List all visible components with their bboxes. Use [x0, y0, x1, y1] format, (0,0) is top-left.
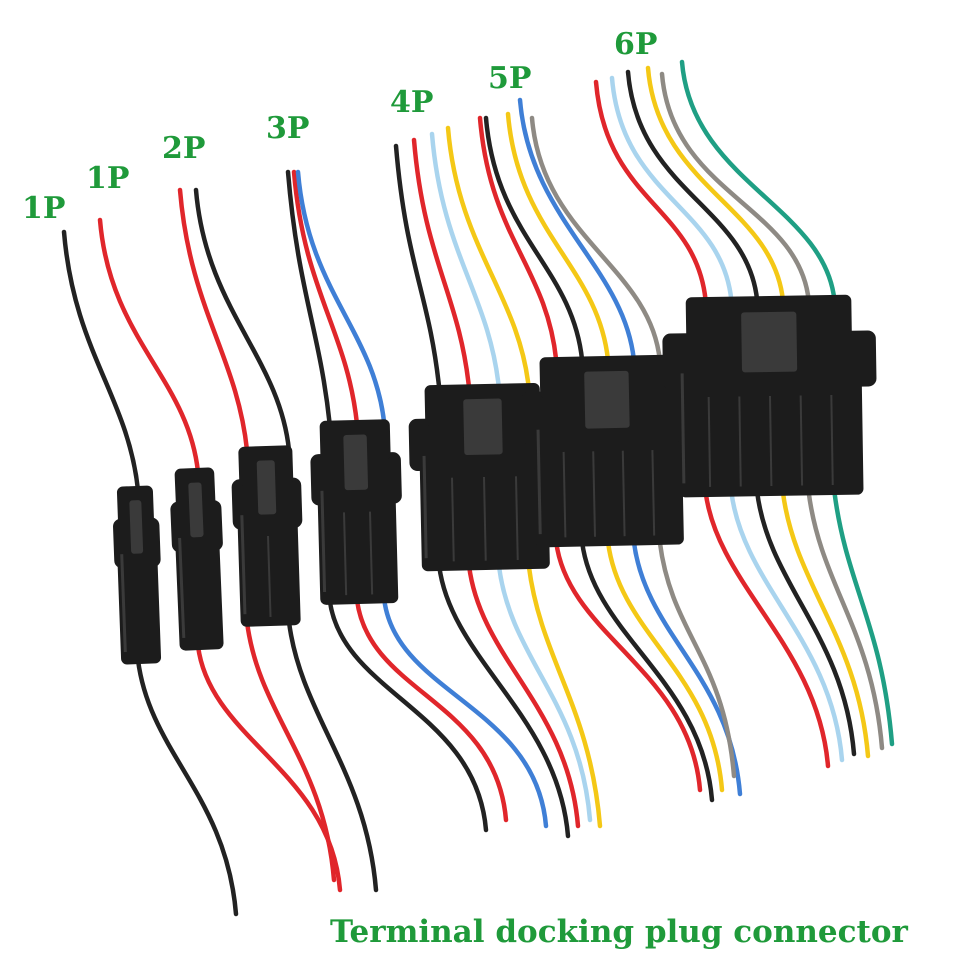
- housing-latch: [343, 434, 369, 491]
- wire-5p-gray-upper: [529, 115, 663, 363]
- wire-4p-black-upper: [393, 143, 442, 391]
- housing-rib: [562, 451, 567, 538]
- connector-housing-5: [408, 382, 558, 572]
- wire-6p-teal-upper: [679, 59, 837, 303]
- housing-body: [175, 531, 224, 651]
- label-5p: 5P: [488, 61, 532, 96]
- housing-rib: [483, 476, 487, 561]
- caption-text: Terminal docking plug connector: [330, 914, 908, 950]
- wire-5p-black-upper: [483, 115, 585, 363]
- housing-rib: [707, 396, 712, 487]
- label-6p: 6P: [614, 27, 658, 62]
- label-4p: 4P: [390, 85, 434, 120]
- housing-rib: [738, 396, 742, 487]
- wire-2p-black-lower: [286, 619, 379, 893]
- housing-rib: [368, 511, 374, 595]
- housing-latch: [256, 460, 277, 515]
- wire-3p-red-upper: [291, 169, 360, 427]
- label-3p: 3P: [266, 111, 310, 146]
- wire-5p-gray-lower: [657, 539, 737, 779]
- housing-rib: [799, 395, 804, 486]
- wire-6p-black-lower: [754, 489, 857, 757]
- wire-4p-yellow-upper: [445, 125, 532, 391]
- housing-rib: [621, 450, 626, 537]
- wire-6p-yellow-upper: [645, 65, 786, 303]
- housing-highlight: [120, 554, 127, 653]
- wire-6p-black-upper: [625, 69, 760, 303]
- housing-rib: [343, 512, 348, 596]
- housing-latch: [741, 311, 798, 373]
- connector-housing-3: [231, 445, 303, 627]
- housing-highlight: [240, 515, 247, 615]
- wire-5p-red-upper: [477, 115, 559, 363]
- wire-4p-red-upper: [411, 137, 472, 391]
- wire-6p-light-blue-lower: [729, 489, 845, 763]
- wire-1p-black-upper: [61, 229, 141, 493]
- wire-5p-yellow-upper: [505, 111, 611, 363]
- wire-2p-red-lower: [244, 619, 337, 883]
- connector-housing-2: [170, 467, 224, 651]
- housing-body: [117, 547, 162, 665]
- housing-highlight: [422, 455, 428, 559]
- wire-6p-red-upper: [593, 79, 708, 303]
- housing-latch: [463, 398, 503, 456]
- wire-5p-blue-upper: [517, 97, 637, 363]
- label-2p: 2P: [162, 131, 206, 166]
- label-1p-left: 1P: [22, 191, 66, 226]
- wire-3p-blue-lower: [382, 597, 549, 829]
- connector-housing-7: [662, 294, 877, 498]
- wire-4p-black-lower: [436, 563, 571, 839]
- wire-4p-light-blue-upper: [429, 131, 502, 391]
- wire-2p-red-upper: [177, 187, 250, 453]
- housing-highlight: [536, 429, 542, 535]
- wire-5p-blue-lower: [631, 539, 743, 797]
- housing-highlight: [680, 373, 686, 484]
- wire-3p-red-lower: [354, 597, 509, 823]
- wire-1p-black-lower: [135, 657, 239, 917]
- wire-6p-gray-lower: [806, 489, 885, 751]
- housing-rib: [651, 450, 656, 536]
- housing-body: [317, 483, 399, 605]
- wire-6p-red-lower: [703, 489, 831, 769]
- housing-rib: [769, 395, 773, 487]
- housing-latch: [188, 482, 204, 538]
- wire-3p-black-upper: [285, 169, 332, 427]
- wire-bundle: [61, 59, 895, 917]
- wire-5p-black-lower: [579, 539, 715, 803]
- label-1p-right: 1P: [86, 161, 130, 196]
- connector-housing-6: [521, 354, 694, 548]
- housing-latch: [584, 370, 630, 429]
- wire-6p-light-blue-upper: [609, 75, 734, 303]
- wire-3p-black-lower: [327, 597, 489, 833]
- housing-rib: [592, 451, 596, 537]
- connector-housings: [113, 294, 877, 665]
- housing-rib: [514, 476, 519, 561]
- wire-5p-yellow-lower: [605, 539, 725, 793]
- wire-4p-yellow-lower: [526, 563, 603, 829]
- wire-6p-gray-upper: [659, 71, 811, 303]
- housing-latch: [129, 500, 144, 554]
- wire-3p-blue-upper: [295, 169, 387, 427]
- housing-body: [533, 421, 684, 548]
- wire-6p-yellow-lower: [780, 489, 871, 759]
- connector-housing-1: [113, 485, 162, 665]
- housing-rib: [267, 535, 272, 617]
- wire-4p-light-blue-lower: [496, 563, 593, 823]
- wire-5p-red-lower: [553, 539, 703, 793]
- housing-rib: [830, 395, 834, 486]
- wire-1p-red-lower: [195, 643, 343, 893]
- housing-rib: [451, 477, 455, 562]
- wire-1p-red-upper: [97, 217, 201, 475]
- connector-housing-4: [310, 419, 402, 605]
- wire-6p-teal-lower: [832, 489, 895, 747]
- wire-2p-black-upper: [193, 187, 292, 453]
- wire-4p-red-lower: [466, 563, 581, 829]
- housing-highlight: [178, 537, 186, 638]
- housing-highlight: [320, 490, 327, 593]
